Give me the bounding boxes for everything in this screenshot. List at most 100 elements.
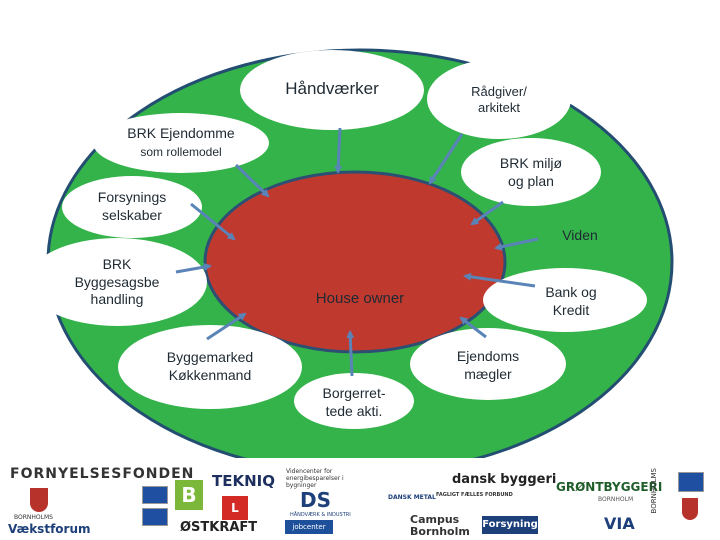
node-ejendoms-line-1: Ejendoms	[456, 348, 520, 364]
bornholms-label-text: BORNHOLMS	[14, 514, 53, 521]
node-byggemarked-line-1: Byggemarked	[166, 349, 254, 365]
node-bank: Bank og Kredit	[521, 284, 621, 319]
ds-logo: DS	[300, 488, 331, 512]
arrow-brk-miljo	[470, 200, 504, 226]
node-brk-ejendomme-line-2: som rollemodel	[140, 144, 222, 159]
node-viden: Viden	[540, 227, 620, 245]
node-bank-line-1: Bank og	[545, 284, 597, 300]
sponsor-logos: FORNYELSESFONDEN BORNHOLMS Vækstforum B …	[0, 458, 720, 540]
node-raadgiver-line-2: arkitekt	[478, 100, 520, 116]
node-brk-miljo-line-1: BRK miljø	[499, 155, 563, 171]
node-bubble-handvaerker	[240, 50, 424, 130]
node-bubble-byggesag	[27, 238, 207, 326]
arrow-viden	[494, 237, 539, 251]
arrow-borger	[346, 330, 355, 377]
via-text: VIA	[604, 514, 635, 533]
bornholm-label: BORNHOLM	[598, 496, 633, 503]
fagligt-faelles-text: FAGLIGT FÆLLES FORBUND	[436, 492, 513, 498]
dansk-metal-logo: DANSK METAL	[388, 494, 436, 501]
b-logo: B	[175, 480, 203, 510]
node-byggemarked-line-2: Køkkenmand	[168, 366, 252, 383]
bornholms-label: BORNHOLMS	[14, 514, 53, 521]
node-borger: Borgerret- tede akti.	[304, 385, 404, 420]
haandvaerk-text: HÅNDVÆRK & INDUSTRI	[290, 512, 351, 518]
node-bubble-raadgiver	[427, 59, 571, 139]
node-forsynings-line-1: Forsynings	[97, 189, 167, 205]
campus-logo: Campus Bornholm	[410, 513, 470, 539]
videncenter-text: Videncenter for energibesparelser i bygn…	[286, 468, 344, 490]
node-raadgiver-line-1: Rådgiver/	[471, 84, 527, 99]
tekniq-logo: TEKNIQ	[212, 472, 275, 490]
node-ejendoms-line-2: mægler	[464, 365, 512, 382]
dansk-byggeri-text: dansk byggeri	[452, 472, 557, 487]
grontbygger-logo: GRØNTBYGGERI	[556, 480, 662, 494]
jobcenter-text: jobcenter	[292, 523, 326, 531]
ostkraft-text: ØSTKRAFT	[180, 520, 258, 535]
center-oval	[203, 170, 507, 354]
ostkraft-logo: ØSTKRAFT	[180, 520, 257, 535]
arrow-brk-ejendomme	[234, 163, 270, 198]
forsyning-logo: Forsyning	[482, 516, 538, 534]
vaekstforum-logo: Vækstforum	[8, 522, 91, 536]
node-forsynings: Forsynings selskaber	[82, 189, 182, 224]
node-bubble-forsynings	[62, 176, 202, 238]
tekniq-text: TEKNIQ	[212, 472, 275, 490]
node-brk-ejendomme-line-1: BRK Ejendomme	[127, 125, 235, 141]
grontbygger-text: GRØNTBYGGERI	[556, 480, 663, 494]
arrow-ejendoms	[459, 316, 487, 339]
node-ejendoms: Ejendoms mægler	[438, 348, 538, 383]
fornyelsesfonden-logo: FORNYELSESFONDEN	[10, 466, 194, 482]
node-brk-miljo: BRK miljø og plan	[481, 155, 581, 190]
bornholms-vertical-logo: BORNHOLMS	[650, 468, 658, 513]
eu-flag-icon-3	[678, 472, 704, 492]
dansk-byggeri-logo: dansk byggeri	[452, 472, 556, 487]
haandvaerk-label: HÅNDVÆRK & INDUSTRI	[290, 512, 351, 518]
arrow-byggesag	[175, 263, 212, 274]
node-raadgiver: Rådgiver/ arkitekt	[439, 84, 559, 117]
node-borger-line-1: Borgerret-	[322, 385, 386, 401]
node-bubble-brk-miljo	[461, 138, 601, 206]
node-bubble-borger	[294, 373, 414, 429]
node-handvaerker: Håndværker	[262, 78, 402, 99]
node-handvaerker-line-1: Håndværker	[285, 79, 379, 98]
node-forsynings-line-2: selskaber	[102, 206, 162, 223]
ds-text: DS	[300, 488, 332, 512]
arrow-handvaerker	[334, 127, 343, 174]
forsyning-text: Forsyning	[482, 519, 538, 530]
center-label: House owner	[275, 290, 445, 309]
eu-flag-icon-2	[142, 508, 168, 526]
eu-flag-icon	[142, 486, 168, 504]
crest-icon	[30, 488, 48, 512]
node-bubble-brk-ejendomme	[93, 113, 269, 173]
node-bank-line-2: Kredit	[552, 301, 590, 318]
node-brk-ejendomme: BRK Ejendomme som rollemodel	[101, 125, 261, 160]
node-viden-line-1: Viden	[562, 227, 598, 243]
lo-logo: L	[222, 496, 248, 520]
node-bubble-byggemarked	[118, 325, 302, 409]
crest-icon-2	[682, 498, 698, 520]
node-byggesag-line-3: handling	[90, 291, 144, 307]
jobcenter-logo: jobcenter	[285, 520, 333, 534]
arrow-byggemarked	[206, 312, 247, 341]
videncenter-logo: Videncenter for energibesparelser i bygn…	[286, 468, 370, 490]
vaekstforum-text: Vækstforum	[8, 522, 91, 536]
node-brk-miljo-line-2: og plan	[508, 172, 554, 189]
campus-bornholm-text: Bornholm	[410, 525, 470, 539]
via-logo: VIA	[604, 514, 635, 533]
fagligt-faelles-logo: FAGLIGT FÆLLES FORBUND	[436, 492, 513, 498]
node-borger-line-2: tede akti.	[325, 402, 383, 419]
node-byggesag-line-2: Byggesagsbe	[74, 273, 160, 290]
dansk-metal-text: DANSK METAL	[388, 494, 436, 501]
node-byggesag: BRK Byggesagsbe handling	[57, 256, 177, 309]
arrow-raadgiver	[428, 133, 464, 185]
bornholm-text: BORNHOLM	[598, 496, 634, 503]
node-bubble-ejendoms	[410, 328, 566, 400]
fornyelsesfonden-text: FORNYELSESFONDEN	[10, 466, 195, 482]
bornholms-vertical-text: BORNHOLMS	[650, 468, 658, 514]
center-label-text: House owner	[315, 290, 405, 307]
campus-text: Campus	[410, 513, 460, 526]
arrow-forsynings	[190, 202, 236, 241]
node-byggesag-line-1: BRK	[102, 256, 132, 272]
arrow-bank	[463, 272, 536, 288]
